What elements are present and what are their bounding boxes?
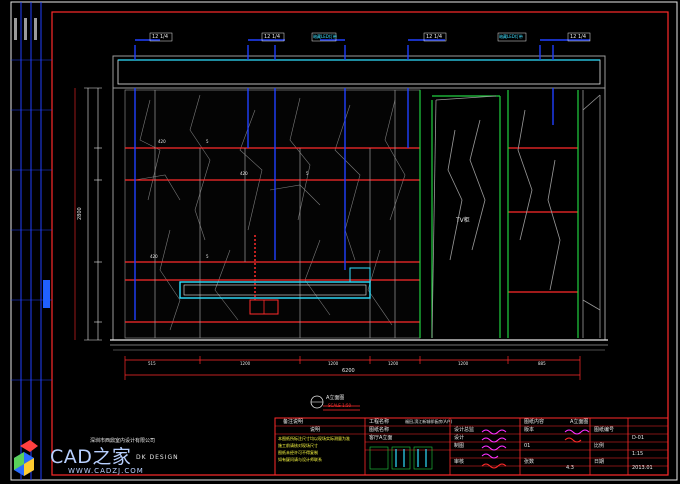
- title-block: [274, 417, 669, 476]
- material-label-2: 12 1/4: [264, 34, 280, 40]
- right-column: [582, 90, 601, 338]
- tv-cabinet: [179, 267, 371, 299]
- material-label-5: 暗藏LED灯带: [499, 34, 523, 39]
- version-label: 版本: [524, 427, 535, 433]
- remark-header: 备注说明: [283, 419, 304, 425]
- note-1: 本图纸所标注尺寸均以现场实际测量为准: [278, 436, 350, 441]
- dim-seg-4: 1200: [388, 361, 399, 366]
- binding-label-block: [43, 280, 50, 308]
- drawing-content: A立面图: [570, 419, 589, 425]
- drawing-name: 客厅A立面: [369, 435, 393, 441]
- company-name: 深圳市西鼎室内设计有限公司: [90, 438, 156, 444]
- design-manager-label: 设计总监: [454, 427, 475, 433]
- dim-small-2: 5: [206, 139, 209, 144]
- project-label: 工程名称: [369, 419, 390, 425]
- drawing-label: 图纸名称: [369, 427, 390, 433]
- material-label-4: 12 1/4: [426, 34, 442, 40]
- dim-seg-6: 885: [538, 361, 546, 366]
- bottom-dimensions: [124, 356, 581, 380]
- dim-small-4: 5: [306, 171, 309, 176]
- dim-seg-2: 1200: [240, 361, 251, 366]
- project-name: 福田,滨江新城样板房(A户): [405, 419, 453, 424]
- version-value: 01: [524, 443, 531, 449]
- dim-small-1: 420: [158, 139, 166, 144]
- dim-overall-height: 2800: [77, 207, 83, 220]
- watermark-logo-icon: [14, 440, 38, 476]
- door-panel: [431, 95, 561, 339]
- dim-overall-width: 6200: [342, 368, 355, 374]
- material-label-6: 12 1/4: [570, 34, 586, 40]
- elevation-scale: SCALE 1:50: [328, 403, 352, 408]
- designer-label: 设计: [454, 435, 465, 441]
- watermark: CAD之家 WWW.CADZJ.COM: [6, 440, 196, 480]
- drafter-label: 制图: [454, 443, 465, 449]
- checker-label: 审核: [454, 459, 465, 465]
- date-label: 日期: [594, 459, 605, 465]
- shelf-lines: [125, 147, 578, 323]
- scale-value: 1:15: [632, 451, 644, 457]
- brand-suffix: DK DESIGN: [136, 454, 179, 461]
- dim-seg-1: 515: [148, 361, 156, 366]
- left-binding-strip: [11, 2, 52, 480]
- marble-panel: [124, 89, 421, 339]
- note-2: 施工前请核对现场尺寸: [278, 443, 318, 448]
- drawing-no: D-01: [632, 435, 645, 441]
- marble-veins: [134, 94, 406, 331]
- watermark-brand: CAD之家: [50, 446, 132, 468]
- sheet-value: 4.3: [566, 465, 574, 471]
- note-3: 图纸未经许可不得复制: [278, 450, 318, 455]
- watermark-url: WWW.CADZJ.COM: [68, 467, 144, 475]
- dim-small-5: 420: [150, 254, 158, 259]
- drawing-content-label: 图纸内容: [524, 419, 545, 425]
- note-4: 如有疑问请与设计师联系: [278, 457, 322, 462]
- elevation-symbol: [310, 395, 360, 411]
- drawing-no-label: 图纸编号: [594, 427, 615, 433]
- panel-divisions: [154, 90, 396, 338]
- ceiling-band: [112, 55, 606, 89]
- material-label-1: 12 1/4: [152, 34, 168, 40]
- elevation-drawing: [74, 32, 608, 411]
- dim-seg-3: 1200: [328, 361, 339, 366]
- elevation-title: A立面图: [326, 395, 345, 401]
- dim-small-3: 420: [240, 171, 248, 176]
- left-dimensions: [84, 87, 102, 341]
- tv-label: TV柜: [456, 217, 470, 224]
- sheet-label: 张数: [524, 459, 535, 465]
- led-lines: [134, 39, 590, 320]
- scale-label: 比例: [594, 443, 605, 449]
- dim-seg-5: 1200: [458, 361, 469, 366]
- signatures: [481, 429, 590, 459]
- dim-small-6: 5: [206, 254, 209, 259]
- green-frames: [419, 90, 579, 338]
- remark-sub: 说明: [310, 427, 321, 433]
- outer-frame: [10, 1, 678, 481]
- material-callouts: [149, 32, 591, 42]
- material-label-3: 暗藏LED灯带: [313, 34, 337, 39]
- date-value: 2013.01: [632, 465, 653, 471]
